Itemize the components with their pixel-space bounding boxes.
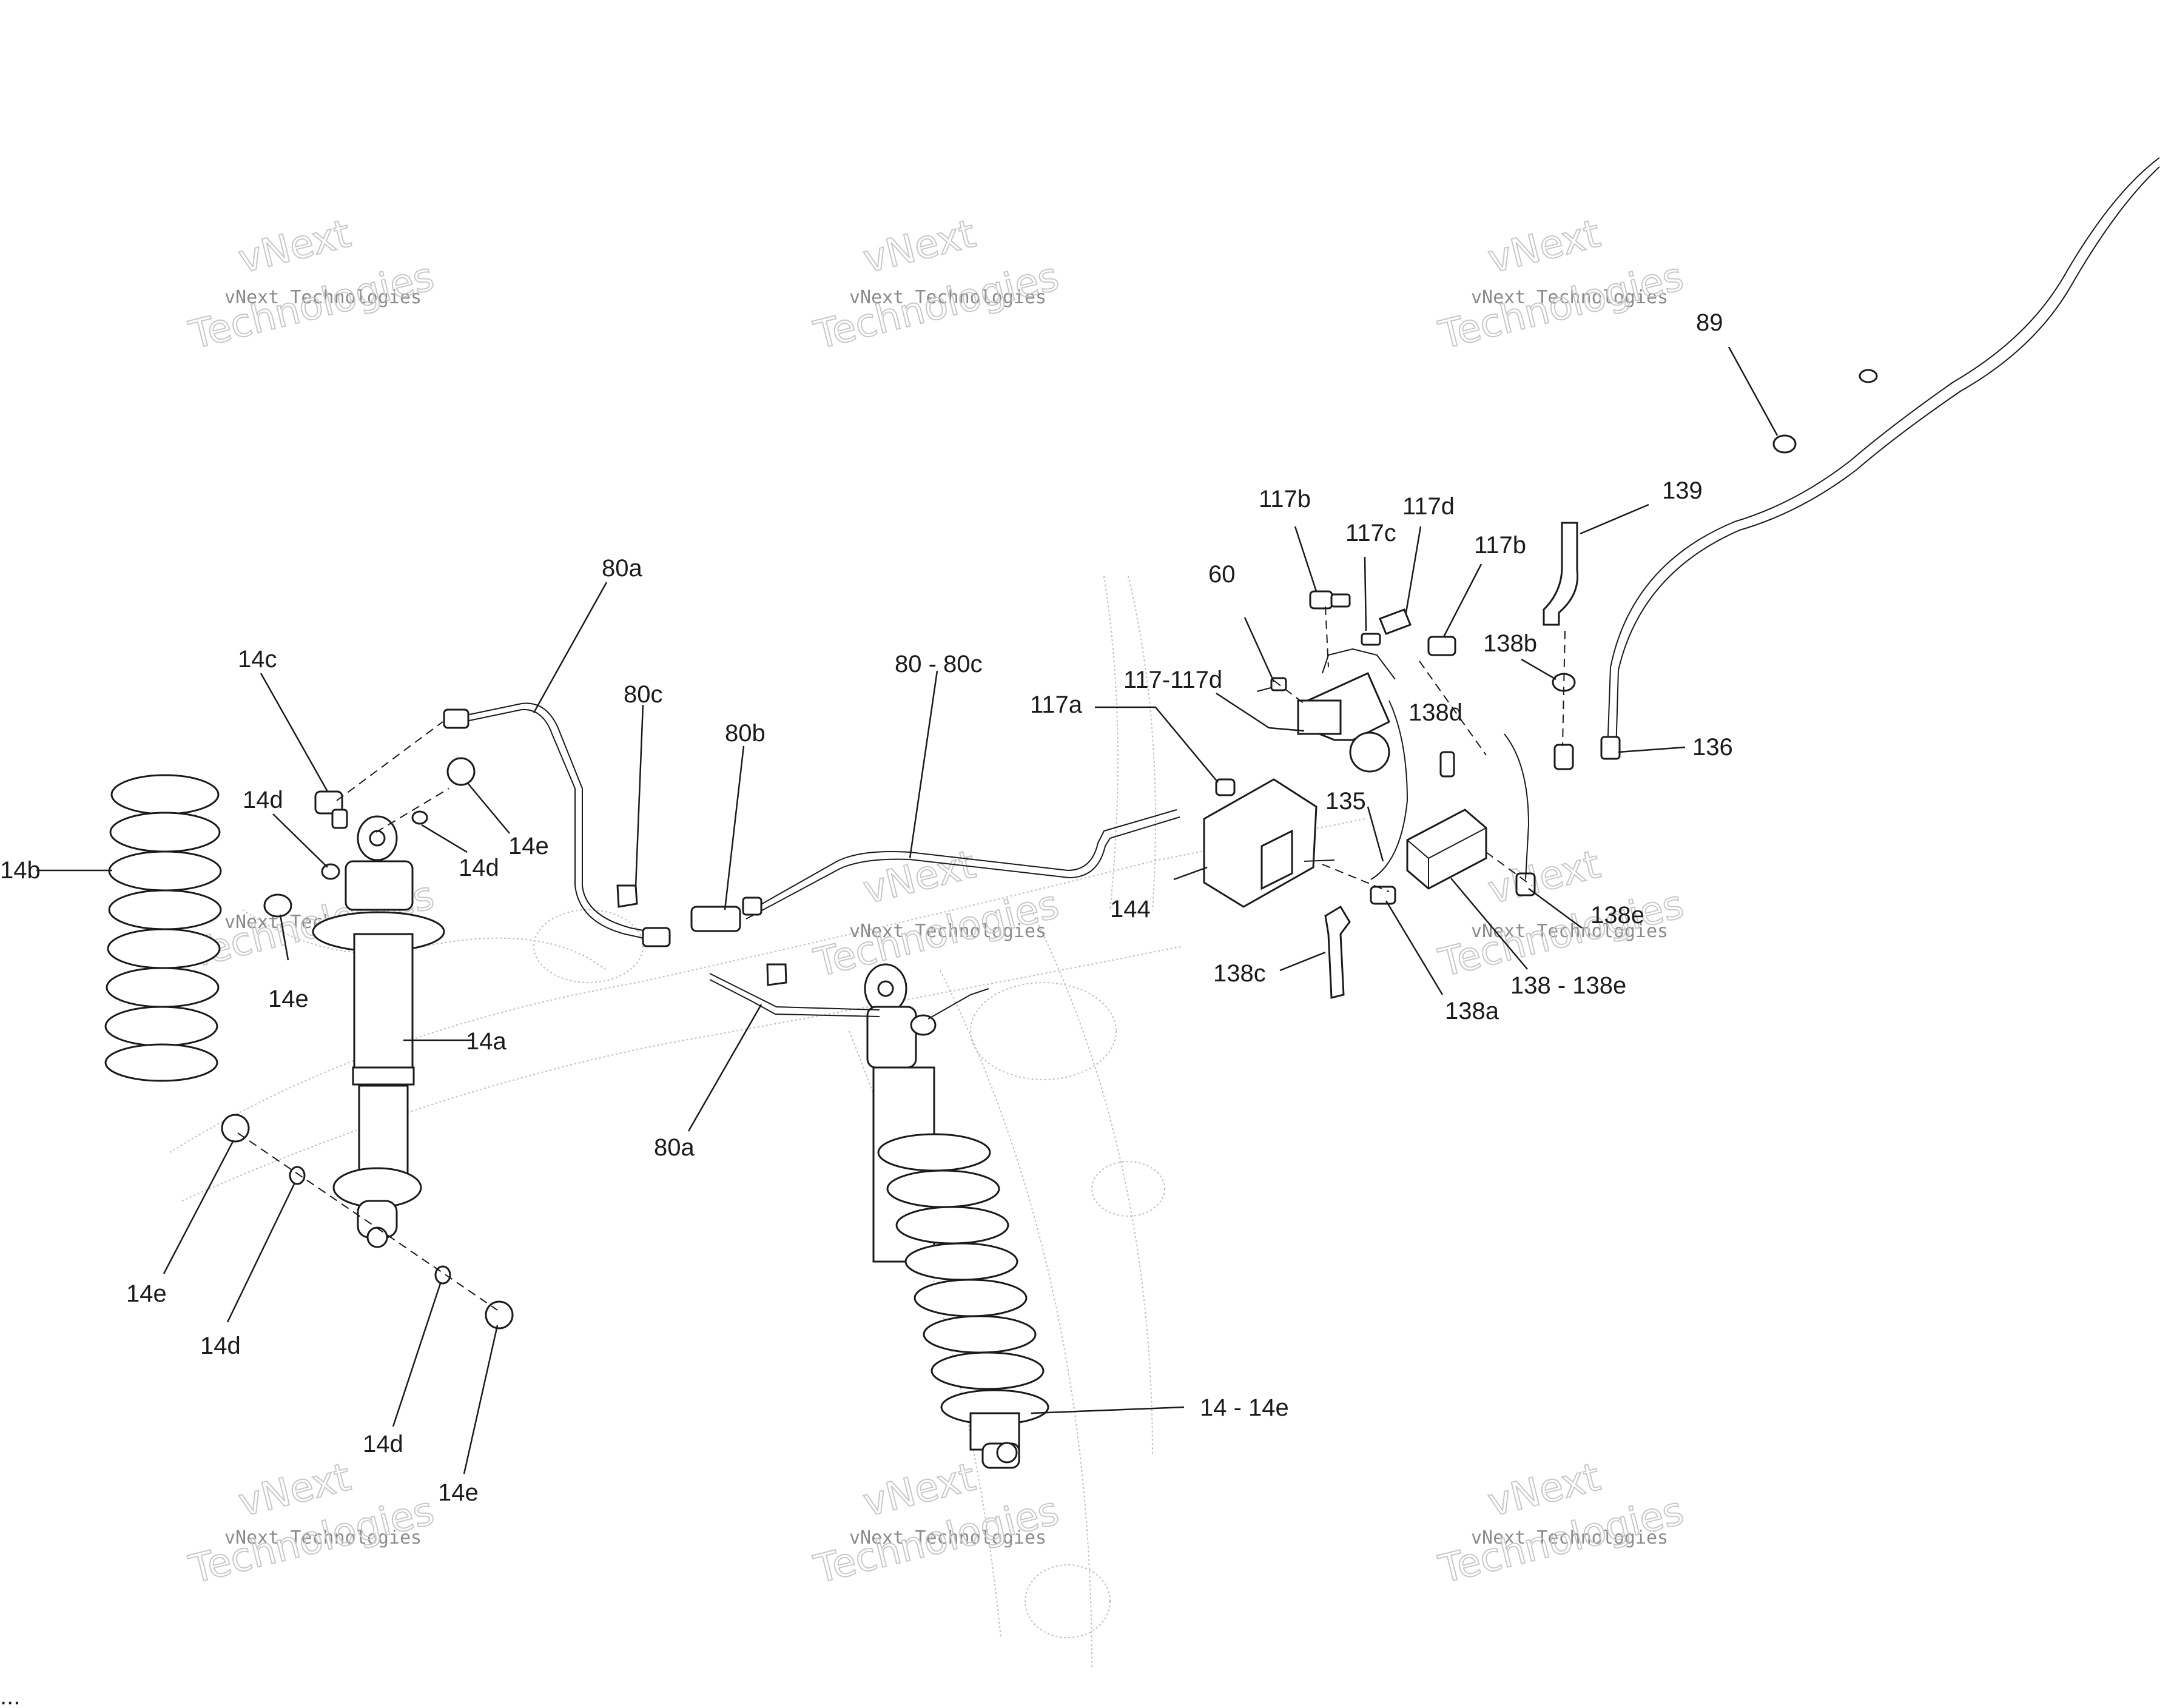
control-module-144 [1203,778,1335,908]
callout-labels: 89 139 136 117b 117d 117c 117b 60 138b 1… [0,309,1733,1506]
callout-14e-lower: 14e [126,1280,167,1307]
watermark-large-text: Technologies [185,254,439,358]
callout-138e: 138e [1590,902,1644,929]
callout-117d: 117d [1402,493,1455,520]
callout-14e-right: 14e [508,833,549,859]
hydraulic-hose-80 [709,809,1180,1017]
watermark-text: vNext Technologies [849,287,1046,308]
bushing-14e [221,757,514,1330]
callout-135: 135 [1325,788,1366,815]
connector-117c [1361,633,1381,646]
callout-117-117d: 117-117d [1123,667,1222,693]
fitting-138a [1370,886,1396,905]
callout-14e-bottom: 14e [438,1479,479,1506]
assembly-lines [237,606,1566,1311]
diagram-code: ... [0,1683,20,1708]
callout-60: 60 [1208,561,1236,588]
callout-138b: 138b [1483,630,1537,657]
solenoid-valve-117 [1297,648,1396,773]
leader-lines [36,346,1779,1474]
watermark-text: vNext Technologies [849,921,1046,942]
elbow-fitting-138c [1324,905,1351,999]
watermark-text: vNext Technologies [224,287,422,308]
clamp-80c [616,884,787,986]
callout-14e-left: 14e [268,986,309,1012]
watermark-text: vNext Technologies [849,1527,1046,1548]
callout-138d: 138d [1408,699,1462,726]
watermark-large-text: Technologies [810,882,1063,986]
callout-138-138e: 138 - 138e [1510,972,1626,999]
hose-clip-89 [1772,369,1878,454]
callout-136: 136 [1692,734,1733,761]
callout-80a-top: 80a [602,555,642,582]
callout-14d-bottom: 14d [363,1431,403,1458]
callout-80a-bottom: 80a [654,1134,695,1161]
watermark-text: vNext Technologies [1471,1527,1668,1548]
bolt-60 [1256,677,1287,692]
callout-14d-lower: 14d [200,1333,241,1359]
watermark-large-text: Technologies [1435,254,1688,358]
watermark-large-text: Technologies [810,254,1063,358]
watermark-text: vNext Technologies [1471,287,1668,308]
watermark-large-text: vNext [234,211,355,282]
shock-absorber-14 [864,963,1049,1469]
manifold-block-138 [1406,809,1487,890]
shock-absorber-14a [312,815,445,1248]
callout-144: 144 [1110,896,1151,923]
watermark-text: vNext Technologies [1471,921,1668,942]
washer-14d [289,810,451,1285]
callout-14b: 14b [0,857,41,884]
ghost-frame-assembly [169,576,1365,1669]
hydraulic-hose-80a [443,702,671,947]
callout-14d-left: 14d [243,787,283,813]
callout-80-80c: 80 - 80c [895,651,983,677]
hose-135 [1370,700,1530,880]
callout-117a: 117a [1030,691,1083,718]
callout-138a: 138a [1445,998,1499,1024]
callout-14d-right: 14d [459,855,499,881]
callout-14c: 14c [238,646,277,673]
watermark-large-text: vNext [1484,842,1604,913]
callout-89: 89 [1696,309,1723,336]
watermark-large-text: Technologies [1435,882,1688,986]
tee-fitting-80b [690,896,762,932]
adapter-138d [1439,751,1455,778]
fitting-117b [1309,590,1456,656]
breather-hose-136 [1600,157,2160,760]
callout-117c: 117c [1345,520,1396,546]
callout-14-14e: 14 - 14e [1200,1394,1289,1421]
callout-80b: 80b [725,720,766,747]
watermark-large-text: vNext [859,211,980,282]
callout-117b-top: 117b [1259,486,1311,513]
coil-spring-14b [104,774,222,1082]
callout-14a: 14a [466,1028,506,1055]
callout-138c: 138c [1213,960,1266,987]
callout-117b-right: 117b [1474,532,1526,559]
watermark-text: vNext Technologies [224,1527,422,1548]
vent-tube-139 [1543,522,1579,626]
watermark-large-text: vNext [1484,211,1604,282]
elbow-fitting-14c [314,790,348,829]
callout-139: 139 [1662,477,1703,504]
fitting-117a [1215,778,1236,796]
callout-80c: 80c [624,681,663,708]
connector-117d [1379,608,1412,635]
